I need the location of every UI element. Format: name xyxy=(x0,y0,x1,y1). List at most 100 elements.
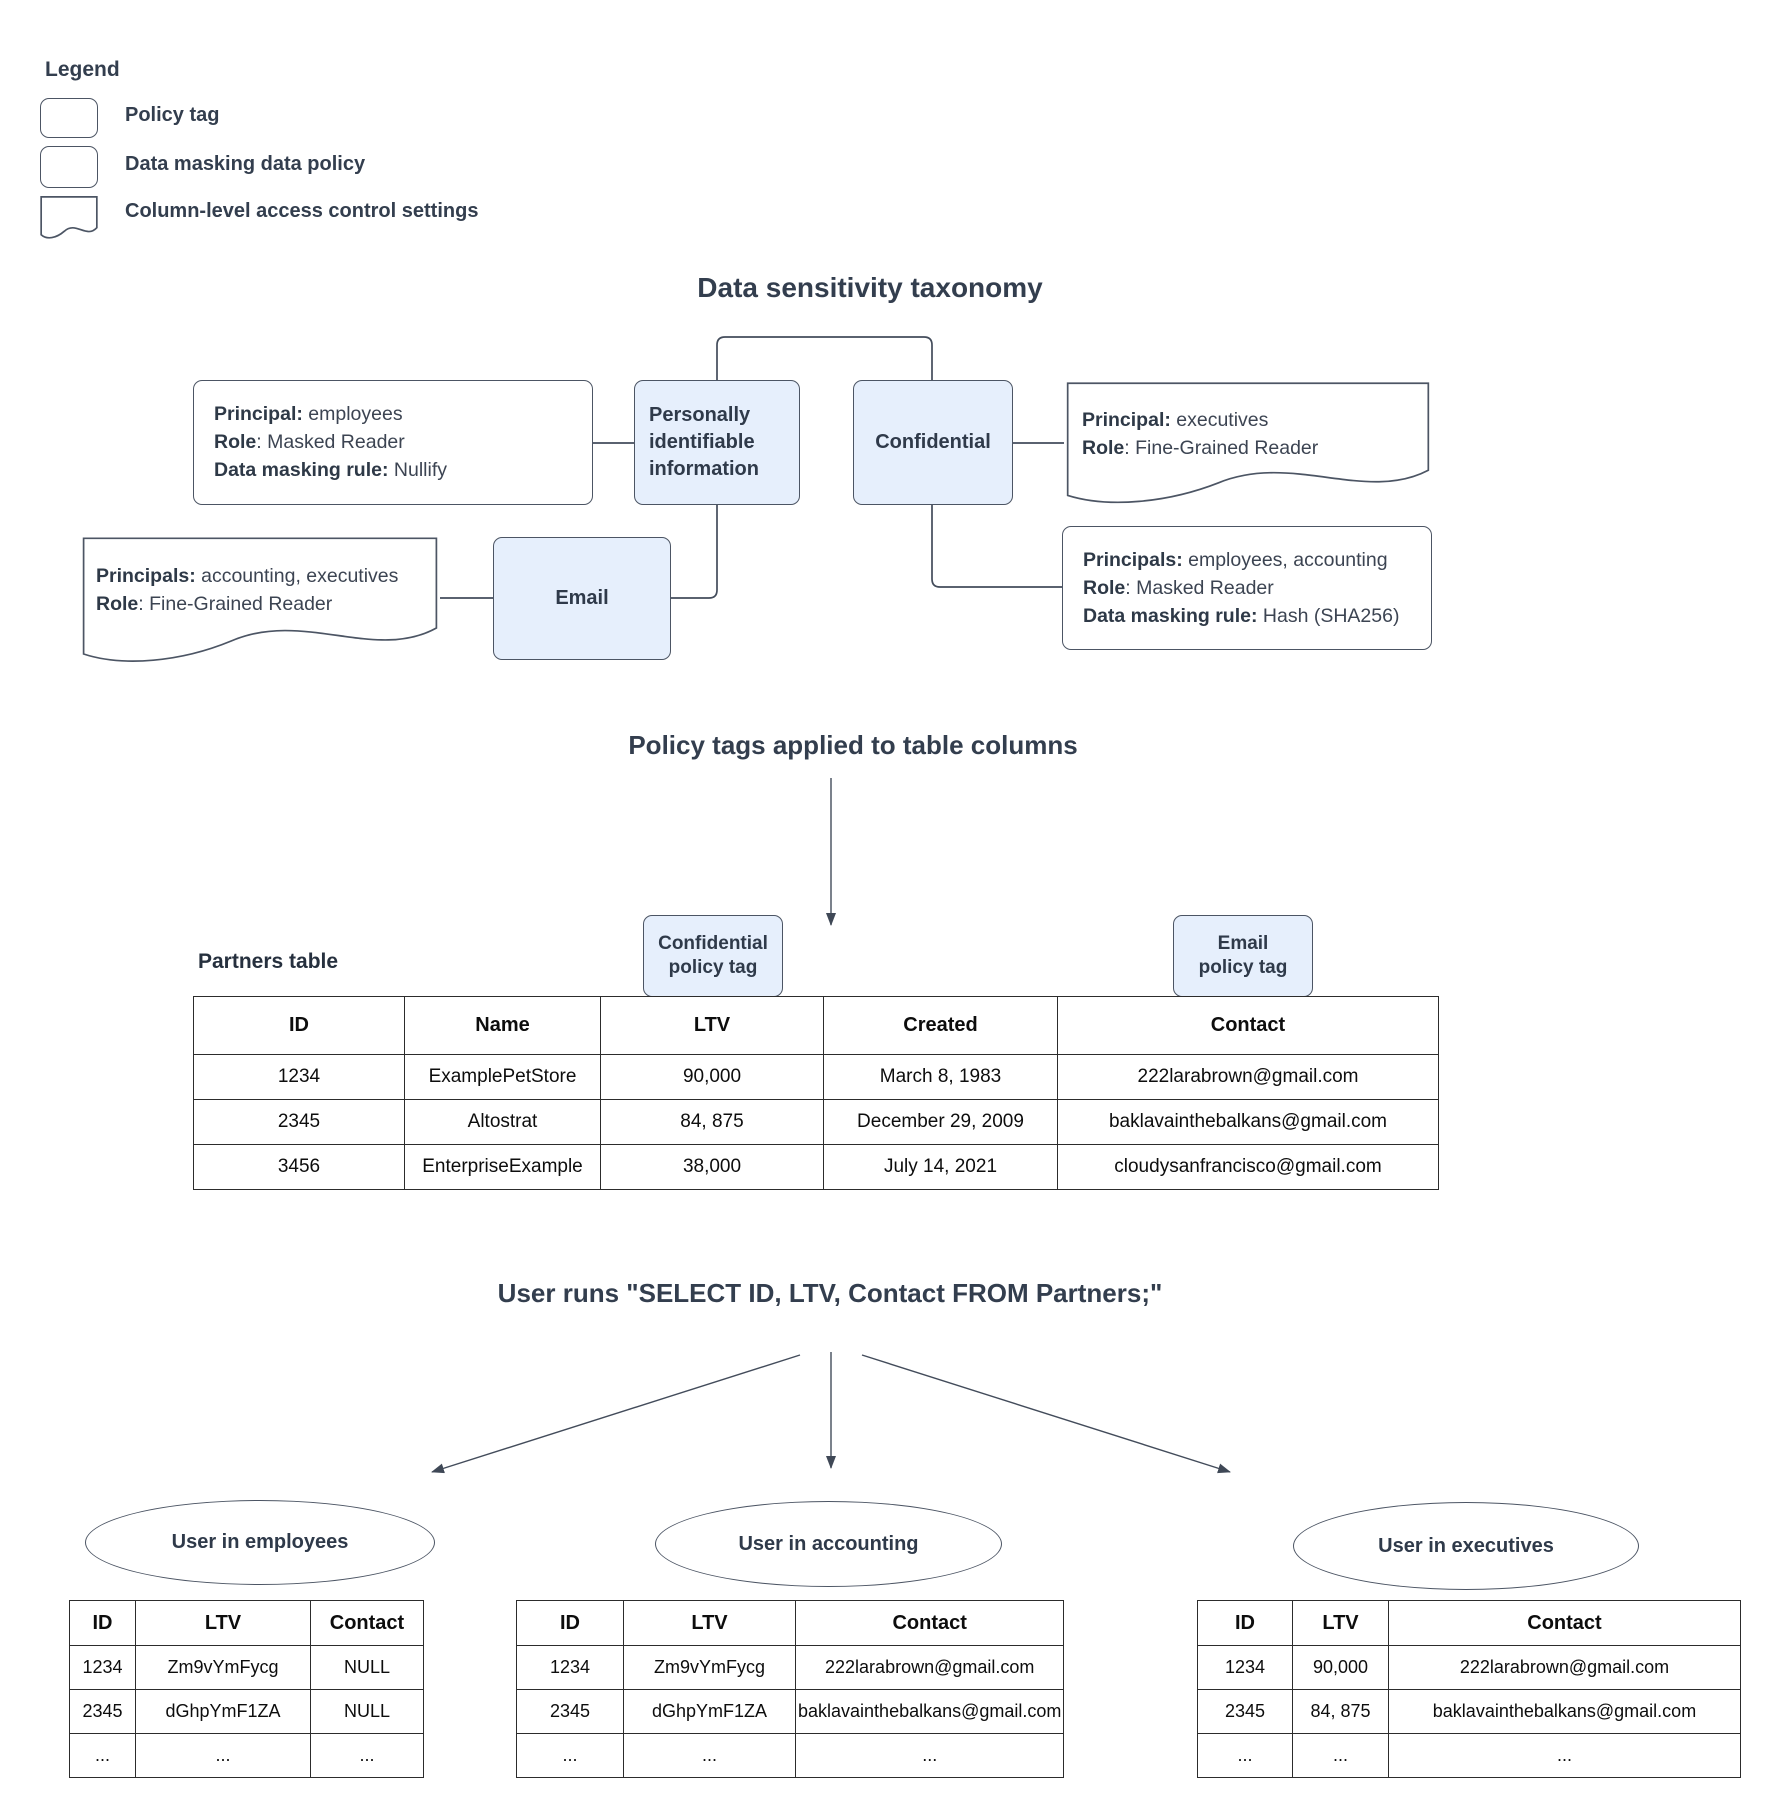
table-cell: 2345 xyxy=(1197,1689,1293,1734)
taxonomy-title: Data sensitivity taxonomy xyxy=(697,272,1043,303)
column-header: LTV xyxy=(1292,1600,1389,1646)
email-policy-tag-chip: Email policy tag xyxy=(1173,915,1313,997)
arrow-to-employees-result xyxy=(431,1354,801,1474)
group-label: User in executives xyxy=(1378,1534,1554,1557)
column-header: ID xyxy=(1197,1600,1293,1646)
connector-pii-email xyxy=(671,505,718,599)
confidential-policy-tag-chip: Confidential policy tag xyxy=(643,915,783,997)
table-cell: 90,000 xyxy=(1292,1645,1389,1690)
table-cell: 1234 xyxy=(1197,1645,1293,1690)
column-header: Name xyxy=(404,996,601,1055)
table-cell: 222larabrown@gmail.com xyxy=(1057,1054,1439,1100)
legend-item-policy-tag: Policy tag xyxy=(125,104,220,126)
group-ellipse-accounting: User in accounting xyxy=(655,1501,1002,1587)
table-cell: 84, 875 xyxy=(1292,1689,1389,1734)
table-cell: NULL xyxy=(310,1645,424,1690)
table-cell: Zm9vYmFycg xyxy=(135,1645,311,1690)
table-cell: 1234 xyxy=(516,1645,624,1690)
policy-tag-pii-label: Personally identifiable information xyxy=(649,404,759,480)
column-header: ID xyxy=(69,1600,136,1646)
data-policy-employees-nullify: Principal: employees Role: Masked Reader… xyxy=(193,380,593,505)
column-header: Created xyxy=(823,996,1058,1055)
legend-item-data-policy: Data masking data policy xyxy=(125,153,366,175)
table-cell: July 14, 2021 xyxy=(823,1144,1058,1190)
group-label: User in accounting xyxy=(738,1532,919,1555)
table-cell: baklavainthebalkans@gmail.com xyxy=(1388,1689,1741,1734)
table-cell: Zm9vYmFycg xyxy=(623,1645,796,1690)
table-cell: Altostrat xyxy=(404,1099,601,1145)
policy-tag-email-label: Email xyxy=(555,587,609,609)
table-cell: 2345 xyxy=(69,1689,136,1734)
table-cell: 222larabrown@gmail.com xyxy=(794,1645,1065,1690)
connector-pii-confidential xyxy=(716,336,933,380)
group-label: User in employees xyxy=(171,1531,349,1553)
table-cell: dGhpYmF1ZA xyxy=(135,1689,311,1734)
table-cell: ... xyxy=(623,1733,796,1778)
partners-table-label: Partners table xyxy=(198,950,339,973)
applied-section-title: Policy tags applied to table columns xyxy=(628,730,1078,760)
group-ellipse-employees: User in employees xyxy=(85,1500,435,1585)
column-header: Contact xyxy=(1388,1600,1741,1646)
legend-item-acl: Column-level access control settings xyxy=(125,200,479,222)
connector-confidential-policy xyxy=(931,505,1062,588)
table-cell: baklavainthebalkans@gmail.com xyxy=(794,1689,1065,1734)
policy-tag-confidential: Confidential xyxy=(853,380,1013,505)
table-cell: 3456 xyxy=(193,1144,405,1190)
chip-line: Email xyxy=(1217,933,1269,954)
policy-line: Role: Masked Reader xyxy=(1083,577,1274,599)
arrow-to-executives-result xyxy=(861,1354,1231,1474)
table-cell: ... xyxy=(794,1733,1065,1778)
column-header: Contact xyxy=(310,1600,424,1646)
table-cell: ... xyxy=(1292,1733,1389,1778)
table-cell: 222larabrown@gmail.com xyxy=(1388,1645,1741,1690)
policy-line: Role: Fine-Grained Reader xyxy=(96,593,333,615)
table-cell: 2345 xyxy=(193,1099,405,1145)
legend-title: Legend xyxy=(45,58,120,81)
policy-tag-email: Email xyxy=(493,537,671,660)
table-cell: baklavainthebalkans@gmail.com xyxy=(1057,1099,1439,1145)
table-cell: 1234 xyxy=(69,1645,136,1690)
chip-line: policy tag xyxy=(1198,957,1288,978)
table-cell: ... xyxy=(516,1733,624,1778)
column-header: LTV xyxy=(600,996,824,1055)
policy-line: Principals: accounting, executives xyxy=(96,565,399,587)
legend-data-policy-shape xyxy=(40,146,98,188)
column-header: Contact xyxy=(794,1600,1065,1646)
table-cell: ... xyxy=(69,1733,136,1778)
table-cell: dGhpYmF1ZA xyxy=(623,1689,796,1734)
table-row: ......... xyxy=(1197,1733,1741,1778)
column-header: ID xyxy=(193,996,405,1055)
legend-acl-shape xyxy=(40,196,98,240)
chip-line: policy tag xyxy=(668,957,758,978)
acl-accounting-executives-fine-grained: Principals: accounting, executives Role:… xyxy=(80,537,440,667)
column-header: ID xyxy=(516,1600,624,1646)
table-cell: March 8, 1983 xyxy=(823,1054,1058,1100)
policy-line: Data masking rule: Nullify xyxy=(214,459,447,481)
query-title: User runs "SELECT ID, LTV, Contact FROM … xyxy=(497,1278,1163,1308)
table-cell: 38,000 xyxy=(600,1144,824,1190)
policy-line: Role: Fine-Grained Reader xyxy=(1082,437,1319,459)
table-cell: ... xyxy=(1388,1733,1741,1778)
legend-policy-tag-shape xyxy=(40,98,98,138)
table-row: ......... xyxy=(69,1733,424,1778)
policy-line: Principal: employees xyxy=(214,403,403,425)
policy-line: Principal: executives xyxy=(1082,409,1269,431)
group-ellipse-executives: User in executives xyxy=(1293,1502,1639,1590)
table-cell: December 29, 2009 xyxy=(823,1099,1058,1145)
acl-executives-fine-grained: Principal: executives Role: Fine-Grained… xyxy=(1064,382,1432,508)
column-header: LTV xyxy=(623,1600,796,1646)
table-cell: ... xyxy=(310,1733,424,1778)
